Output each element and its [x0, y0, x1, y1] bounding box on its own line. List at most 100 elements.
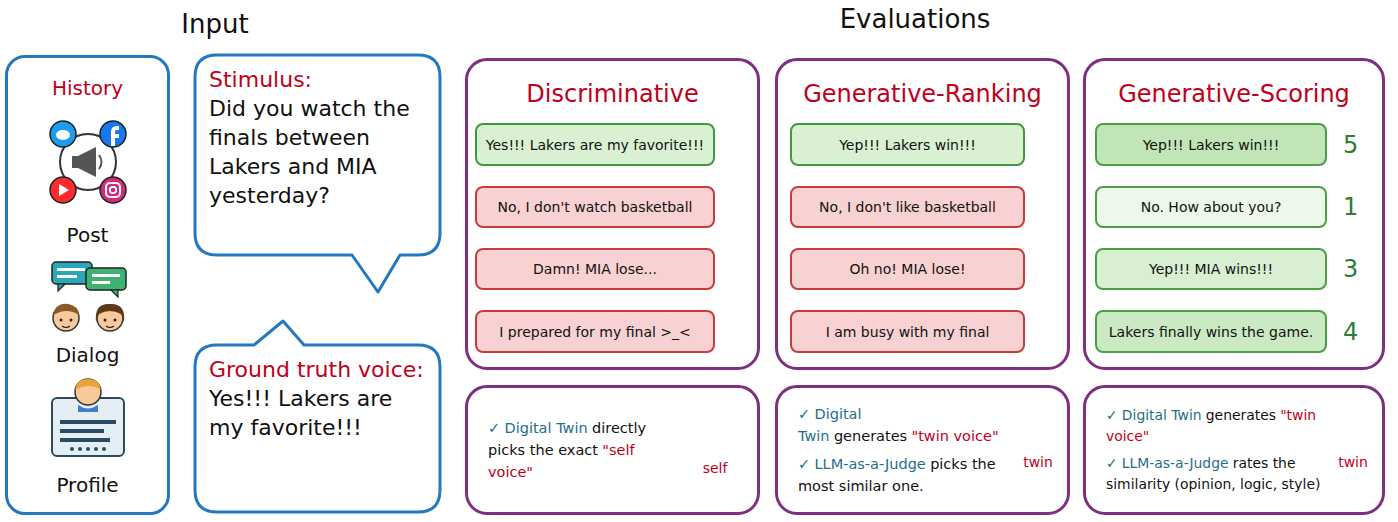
dialog-icon-part	[58, 284, 65, 291]
source-label: Profile	[8, 473, 167, 497]
method-note-box: ✓Digital Twindirectly picks the exact"se…	[465, 385, 760, 515]
dialog-icon-part	[57, 275, 77, 278]
social-media-icon-part	[111, 126, 119, 146]
speech-bubble-outline	[195, 55, 440, 512]
note-text: ✓	[488, 420, 500, 436]
dialog-icon-part	[62, 326, 70, 328]
social-media-icon-part	[50, 177, 76, 203]
avatar-label: twin	[1338, 454, 1368, 470]
speech-bubble-outline-part	[195, 321, 440, 512]
option-text: Yes!!! Lakers are my favorite!!!	[486, 136, 704, 154]
social-media-icon-part	[100, 177, 126, 203]
note-text: "twin voice"	[911, 428, 998, 444]
profile-icon-part-part	[94, 447, 98, 451]
social-media-icon-part	[50, 121, 76, 147]
profile-icon-part-part	[86, 447, 90, 451]
method-note-box: ✓Digital Twingenerates"twin voice" ✓LLM-a…	[775, 385, 1070, 515]
social-media-icon-part	[56, 130, 70, 140]
option-box: Yep!!! Lakers win!!!	[790, 123, 1025, 166]
option-text: Yep!!! Lakers win!!!	[839, 136, 976, 154]
avatar-label: self	[703, 460, 728, 476]
option-text: Lakers finally wins the game.	[1109, 323, 1313, 341]
option-box: Oh no! MIA lose!	[790, 248, 1025, 290]
dialog-icon-part	[92, 274, 120, 277]
note-text: generates	[834, 428, 907, 444]
profile-icon-part	[70, 447, 106, 451]
note-text: ✓	[1106, 455, 1118, 471]
social-media-icon-part	[59, 184, 69, 196]
option-box: I am busy with my final	[790, 310, 1025, 353]
speech-bubble: Stimulus:Did you watch the finals betwee…	[195, 55, 440, 255]
panel-title: Generative-Scoring	[1086, 79, 1382, 109]
score-number: 1	[1343, 193, 1358, 221]
option-text: Oh no! MIA lose!	[849, 260, 965, 278]
dialog-icon-part	[104, 319, 107, 322]
option-text: No. How about you?	[1141, 198, 1282, 216]
scored-option-box: Lakers finally wins the game.4	[1095, 310, 1327, 353]
source-label: Dialog	[8, 343, 167, 367]
option-text: Yep!!! Lakers win!!!	[1143, 136, 1280, 154]
bubble-heading: Ground truth voice:	[209, 355, 426, 384]
dialog-icon-part	[106, 326, 114, 328]
social-media-icon-part	[99, 155, 102, 169]
social-media-icon-part	[100, 121, 126, 147]
profile-icon	[52, 379, 124, 456]
note-text: generates	[1206, 407, 1276, 423]
social-media-icon-part	[106, 183, 120, 197]
option-box: No, I don't like basketball	[790, 186, 1025, 228]
bubble-text: Yes!!! Lakers are my favorite!!!	[209, 384, 426, 442]
dialog-icon-part	[53, 304, 79, 315]
speech-bubble-outline-part	[195, 55, 440, 292]
scored-option-box: Yep!!! Lakers win!!!5	[1095, 123, 1327, 166]
option-box: I prepared for my final >_<	[475, 310, 715, 353]
option-text: I prepared for my final >_<	[499, 323, 691, 341]
bullet-line: ✓Digital Twingenerates"twin voice"	[798, 403, 1005, 447]
dialog-icon-part	[60, 319, 63, 322]
bullet-line: ✓Digital Twingenerates"twin voice"	[1106, 405, 1321, 447]
dialog-icon	[52, 262, 126, 331]
dialog-icon-part	[96, 304, 124, 322]
scored-option-box: Yep!!! MIA wins!!!3	[1095, 248, 1327, 290]
profile-icon-part	[60, 429, 104, 433]
note-text: ✓	[798, 406, 810, 422]
bullet-line: ✓LLM-as-a-Judgepicks the most similar on…	[798, 453, 1005, 497]
profile-icon-part-part	[78, 447, 82, 451]
note-text: LLM-as-a-Judge	[1122, 455, 1229, 471]
score-number: 5	[1343, 131, 1358, 159]
section-heading: Input	[181, 8, 248, 40]
profile-icon-part	[75, 379, 101, 405]
profile-icon-part-part	[102, 447, 106, 451]
note-text: ✓	[798, 456, 810, 472]
profile-icon-part-part	[70, 447, 74, 451]
dialog-icon-part	[111, 290, 118, 297]
option-box: Damn! MIA lose...	[475, 248, 715, 290]
score-number: 4	[1343, 318, 1358, 346]
avatar-label: twin	[1023, 454, 1053, 470]
note-text: ✓	[1106, 407, 1118, 423]
bullet-line: ✓Digital Twindirectly picks the exact"se…	[488, 417, 681, 483]
section-heading: Evaluations	[840, 3, 991, 35]
source-label: Post	[8, 223, 167, 247]
social-media-icon-part	[72, 156, 78, 168]
dialog-icon-part	[86, 268, 126, 290]
bubble-text: Did you watch the finals between Lakers …	[209, 94, 426, 210]
input-panel: HistoryPostDialogProfile	[5, 55, 170, 515]
social-media-icon-part	[78, 147, 96, 177]
option-text: Damn! MIA lose...	[533, 260, 657, 278]
method-note-box: ✓Digital Twingenerates"twin voice"✓LLM-a…	[1083, 385, 1385, 515]
evaluation-panel: DiscriminativeYes!!! Lakers are my favor…	[465, 58, 760, 370]
profile-icon-part	[52, 398, 124, 456]
profile-icon-part	[60, 420, 116, 424]
dialog-icon-part	[70, 319, 73, 322]
option-text: Yep!!! MIA wins!!!	[1149, 260, 1273, 278]
note-text: Digital Twin	[1122, 407, 1202, 423]
panel-title: Generative-Ranking	[778, 79, 1067, 109]
dialog-icon-part	[92, 281, 110, 284]
speech-bubble: Ground truth voice:Yes!!! Lakers are my …	[195, 345, 440, 512]
score-number: 3	[1343, 255, 1358, 283]
option-box: Yes!!! Lakers are my favorite!!!	[475, 123, 715, 166]
evaluation-panel: Generative-RankingYep!!! Lakers win!!! No…	[775, 58, 1070, 370]
profile-icon-part	[75, 379, 101, 390]
option-text: I am busy with my final	[826, 323, 990, 341]
